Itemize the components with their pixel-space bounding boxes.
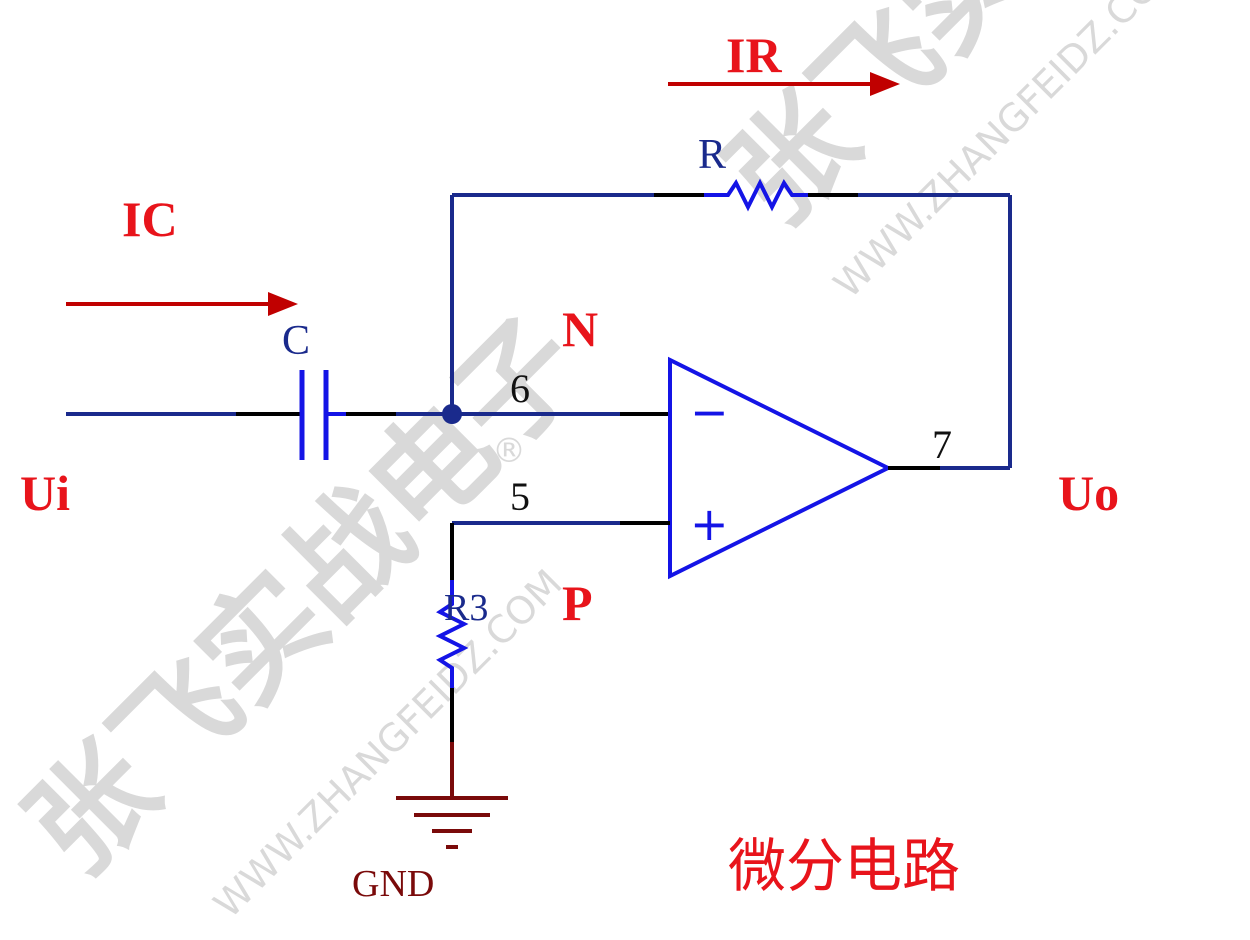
pin-7-label: 7 (932, 422, 952, 467)
resistor-r3 (435, 580, 469, 688)
feedback-path (450, 178, 1012, 468)
capacitor-c (299, 370, 396, 460)
label-ui: Ui (20, 465, 70, 521)
label-ir: IR (726, 27, 782, 83)
label-gnd: GND (352, 863, 434, 905)
label-resistor-r: R (698, 132, 726, 178)
current-arrow-ic (66, 292, 298, 316)
label-capacitor-c: C (282, 318, 310, 364)
pin-5-label: 5 (510, 474, 530, 519)
label-ic: IC (122, 191, 178, 247)
pin-6-label: 6 (510, 366, 530, 411)
watermark-registered: ® (492, 431, 526, 471)
op-amp-minus-sign: − (690, 385, 729, 439)
op-amp-plus-sign: + (690, 497, 729, 551)
current-arrow-ir (668, 72, 900, 96)
diagram-title: 微分电路 (728, 832, 960, 900)
label-uo: Uo (1058, 465, 1119, 521)
non-inverting-path (435, 521, 670, 798)
op-amp: − + (668, 356, 893, 580)
label-n: N (562, 301, 598, 357)
feedback-resistor-r (704, 178, 808, 212)
label-resistor-r3: R3 (444, 587, 488, 629)
ground-symbol (396, 796, 508, 849)
label-p: P (562, 575, 593, 631)
